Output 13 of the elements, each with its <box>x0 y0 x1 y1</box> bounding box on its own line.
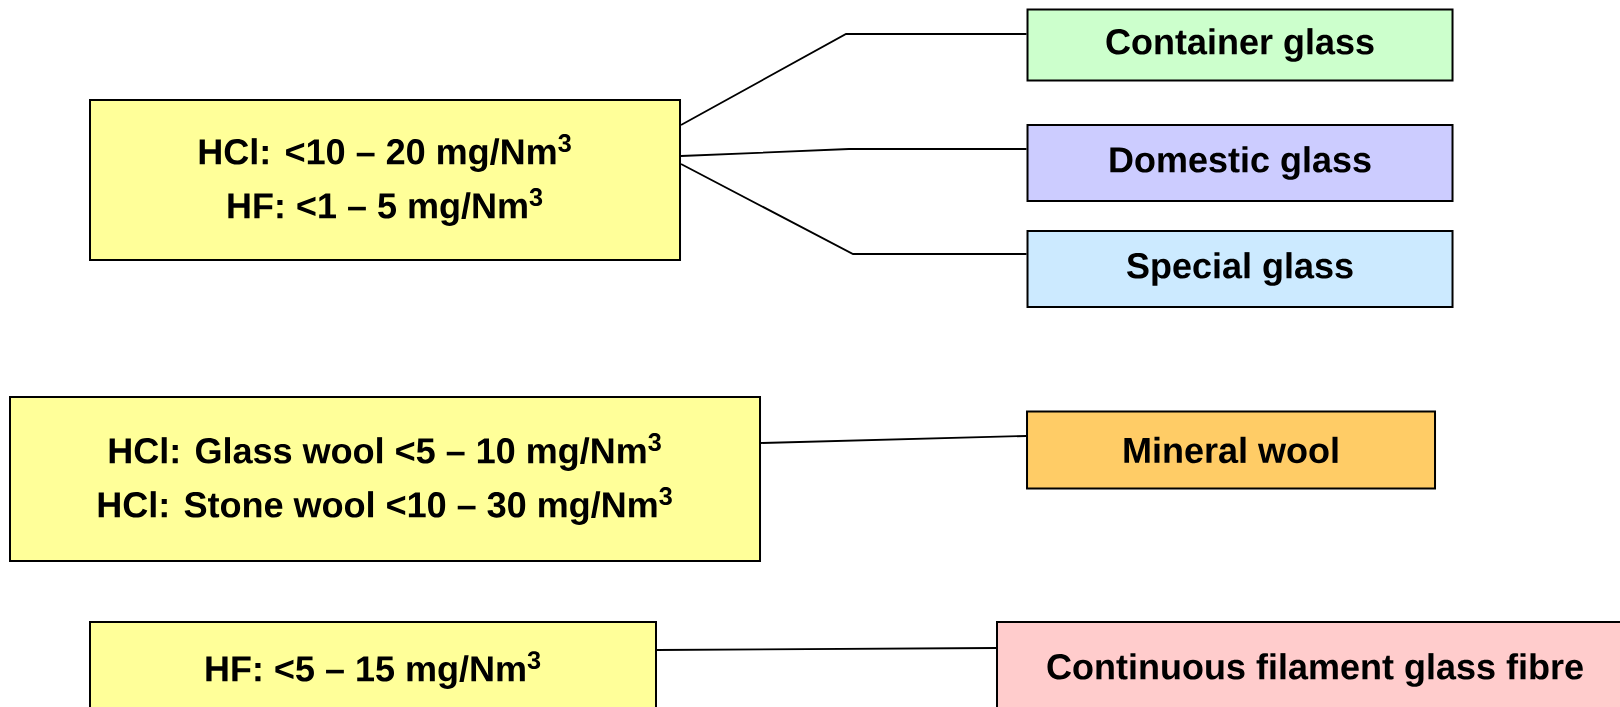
text-box: Continuous filament glass fibre <box>996 621 1620 707</box>
connector-line <box>760 435 1027 444</box>
connector-line <box>680 163 1028 255</box>
text-box: Mineral wool <box>1026 410 1436 490</box>
text-box: Domestic glass <box>1026 124 1454 202</box>
text-box: HCl: Glass wool <5 – 10 mg/Nm$^{3}$ HCl: Stone wool <10 – 30 mg/Nm$^{3}$ <box>9 396 761 562</box>
text-box: Container glass <box>1026 8 1454 82</box>
connector-line <box>656 647 997 651</box>
text-box: HCl: <10 – 20 mg/Nm$^{3}$ HF: <1 – 5 mg/Nm$^{3}$ <box>89 99 681 261</box>
text-box: Special glass <box>1026 230 1454 308</box>
connector-line <box>680 148 1028 157</box>
connector-line <box>680 33 1028 126</box>
text-box: HF: <5 – 15 mg/Nm$^{3}$ <box>89 621 657 707</box>
